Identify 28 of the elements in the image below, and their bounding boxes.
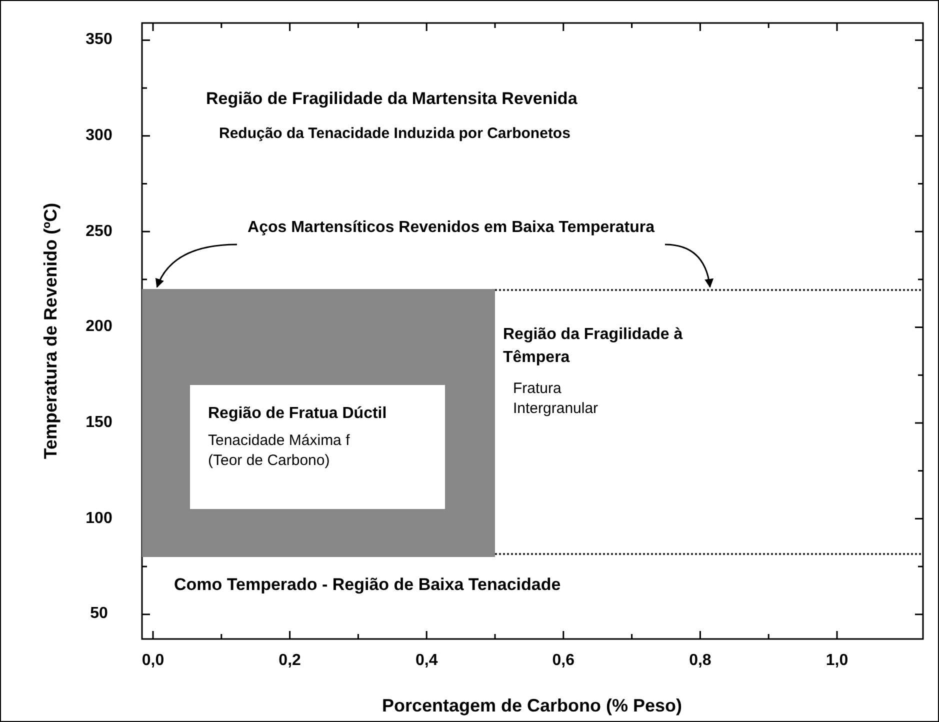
shaded-region — [142, 289, 495, 557]
curved-arrow — [156, 244, 238, 288]
axis-tick-label: 0,6 — [552, 652, 575, 670]
axis-tick-label: 250 — [86, 222, 112, 241]
axis-tick-label: 50 — [90, 605, 108, 624]
region-note: Redução da Tenacidade Induzida por Carbonetos — [219, 125, 570, 142]
region-title: Como Temperado - Região de Baixa Tenacidade — [174, 575, 561, 595]
region-title: Região de Fratua Dúctil — [208, 405, 387, 423]
region-box — [190, 385, 445, 509]
axis-tick-label: 350 — [86, 31, 112, 50]
axis-tick-label: 200 — [86, 318, 112, 336]
region-note: Tenacidade Máxima f (Teor de Carbono) — [208, 431, 351, 471]
region-title: Região da Fragilidade à Têmpera — [503, 325, 684, 368]
annotation-text: Aços Martensíticos Revenidos em Baixa Temperatura — [241, 216, 661, 262]
axis-tick-label: 0,0 — [142, 652, 164, 670]
region-note: Fratura Intergranular — [513, 379, 600, 419]
dotted-band-region — [495, 289, 921, 555]
axis-tick-label: 150 — [86, 414, 112, 432]
curved-arrow — [664, 244, 714, 288]
axis-tick-label: 300 — [86, 126, 112, 145]
axis-tick-label: 100 — [86, 510, 112, 528]
axis-tick-label: 1,0 — [826, 652, 848, 670]
axis-tick-label: 0,8 — [689, 652, 712, 670]
axis-title: Porcentagem de Carbono (% Peso) — [382, 696, 682, 716]
axis-tick-label: 0,2 — [278, 652, 301, 670]
region-title: Região de Fragilidade da Martensita Revenida — [206, 89, 578, 109]
axis-tick-label: 0,4 — [415, 652, 438, 670]
axis-title: Temperatura de Revenido (ºC) — [40, 202, 62, 460]
